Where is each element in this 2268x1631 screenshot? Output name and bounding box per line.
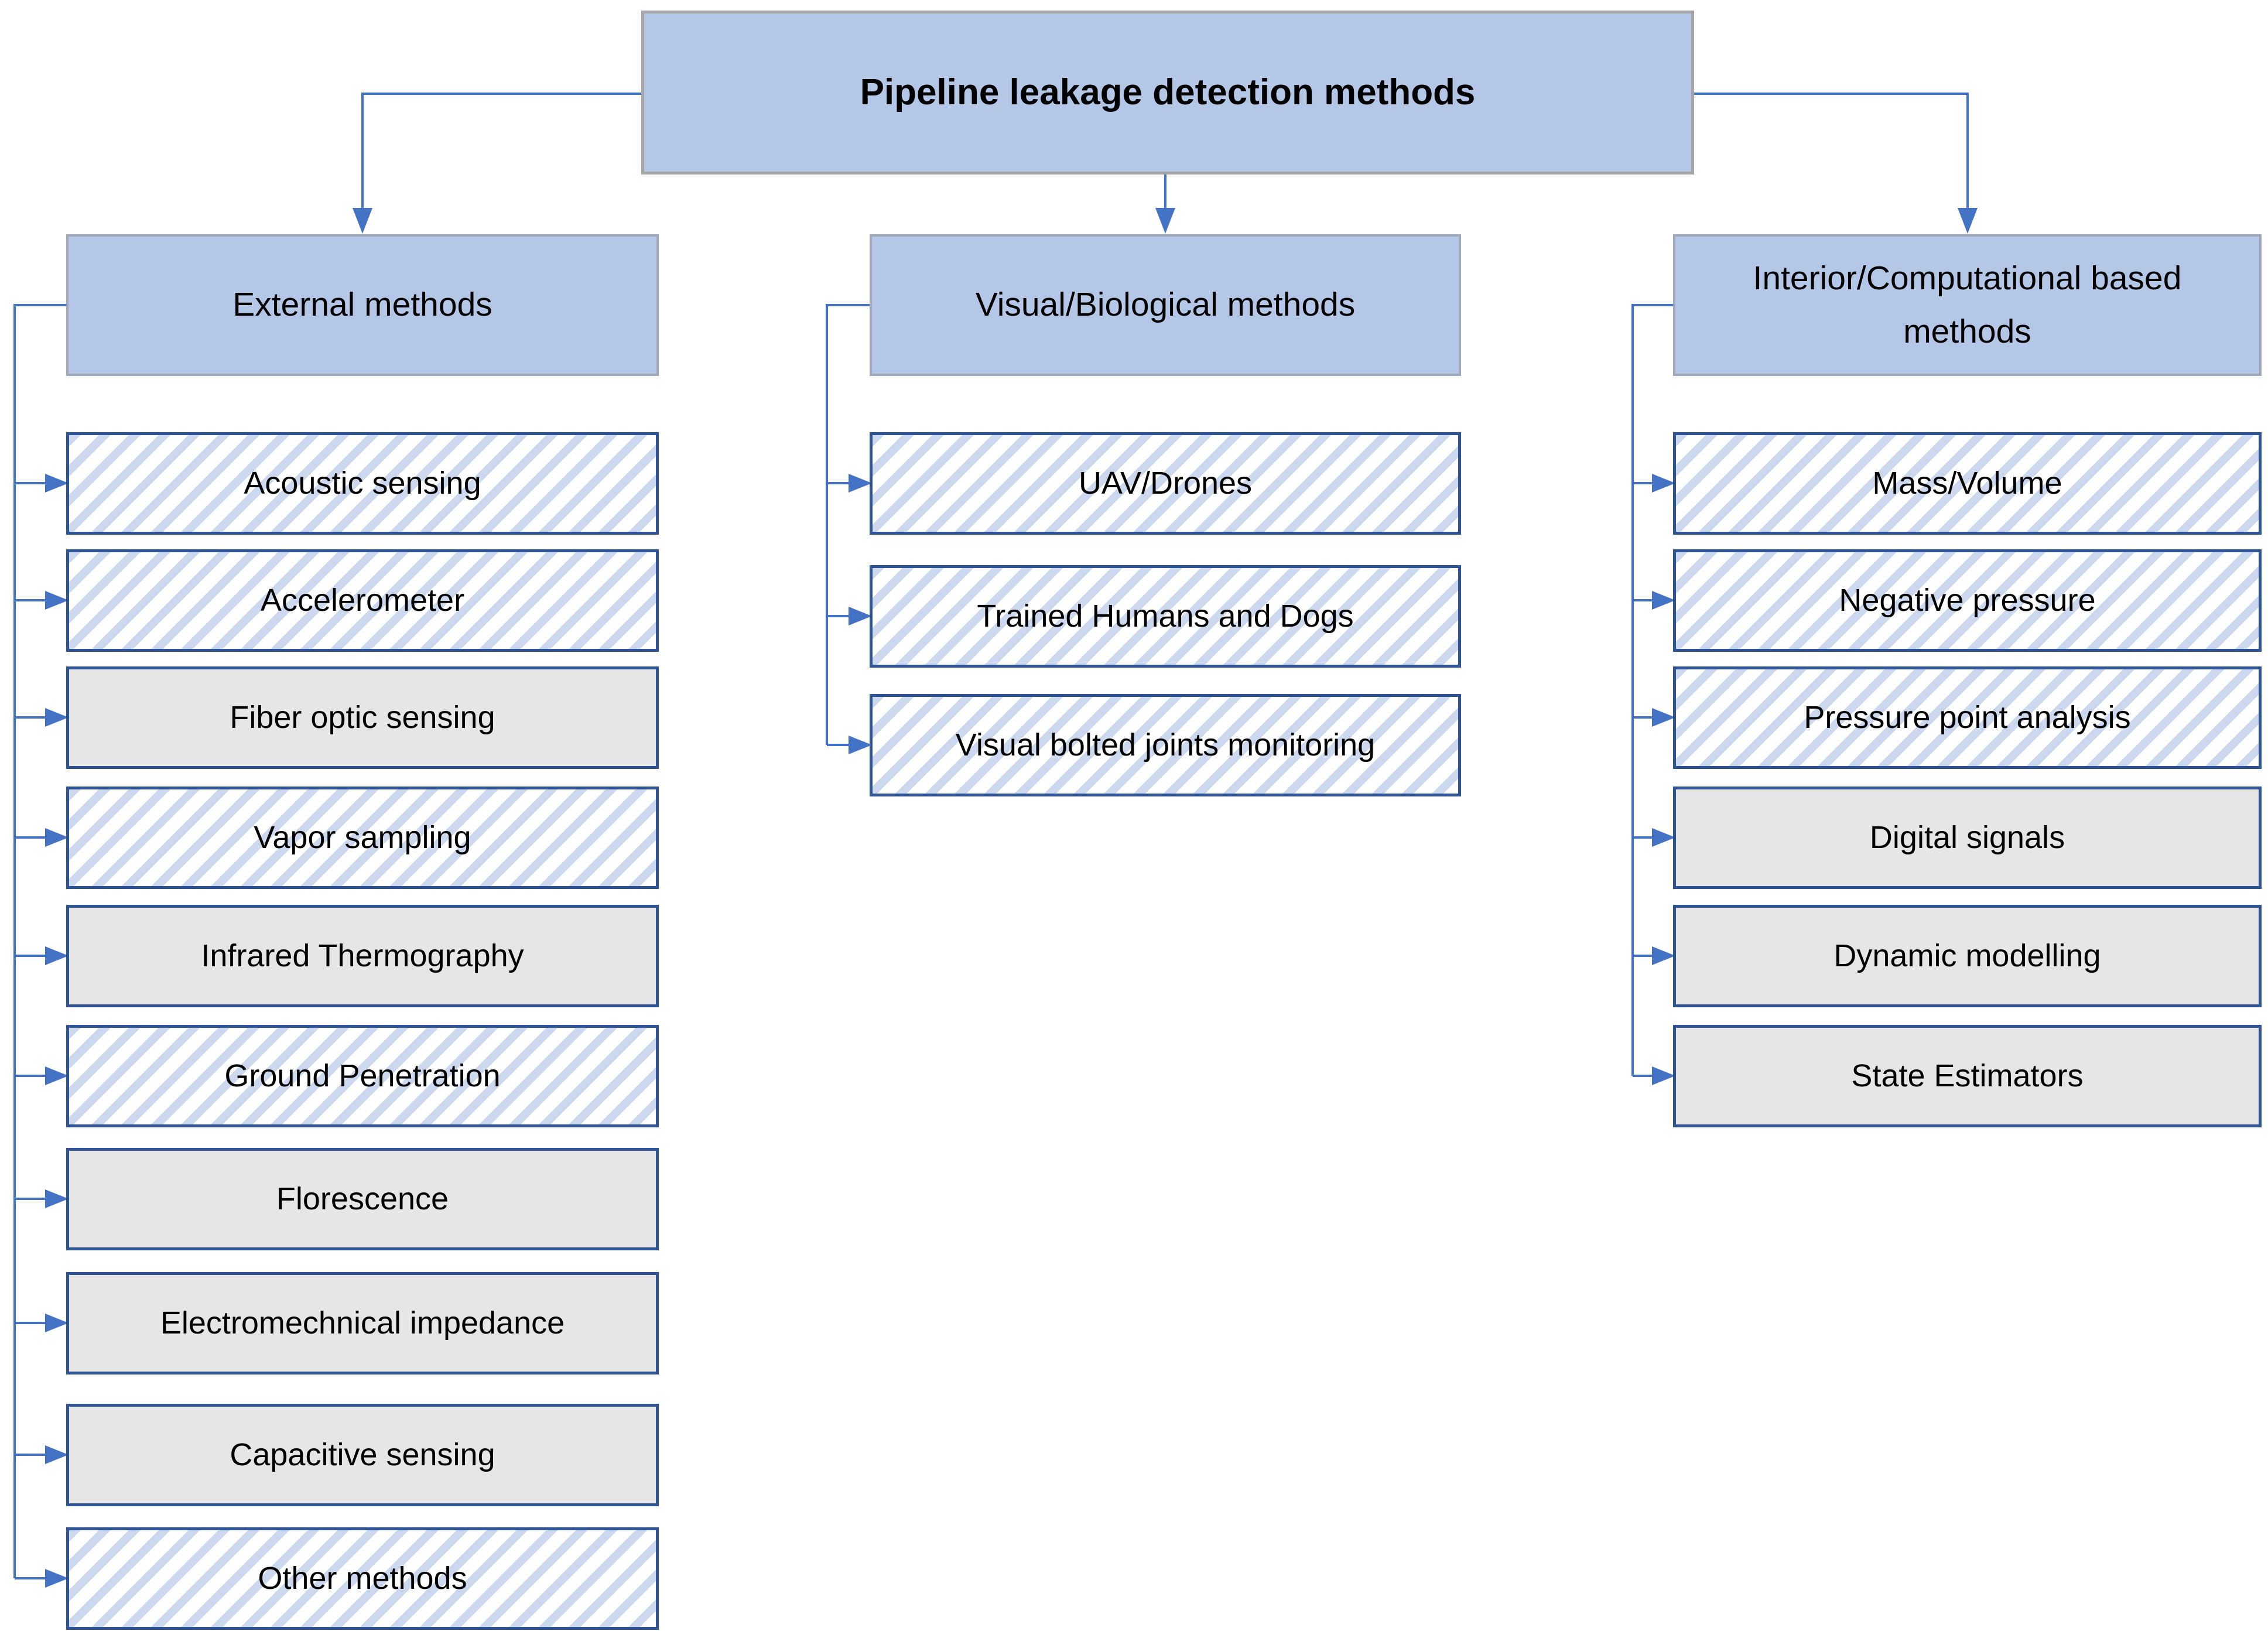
item-florescence: Florescence: [66, 1148, 659, 1250]
item-state-estimators: State Estimators: [1673, 1025, 2262, 1127]
header-external-methods: External methods: [66, 234, 659, 376]
item-dynamic-modelling: Dynamic modelling: [1673, 905, 2262, 1007]
item-uav-drones: UAV/Drones: [870, 432, 1461, 535]
item-other-methods: Other methods: [66, 1527, 659, 1630]
item-acoustic-sensing: Acoustic sensing: [66, 432, 659, 535]
item-electromechnical-impedance: Electromechnical impedance: [66, 1272, 659, 1374]
item-mass-volume: Mass/Volume: [1673, 432, 2262, 535]
item-pressure-point-analysis: Pressure point analysis: [1673, 666, 2262, 769]
item-negative-pressure: Negative pressure: [1673, 549, 2262, 652]
item-capacitive-sensing: Capacitive sensing: [66, 1404, 659, 1506]
item-ground-penetration: Ground Penetration: [66, 1025, 659, 1127]
item-fiber-optic-sensing: Fiber optic sensing: [66, 666, 659, 769]
item-vapor-sampling: Vapor sampling: [66, 787, 659, 889]
header-interior-computational-methods: Interior/Computational based methods: [1673, 234, 2262, 376]
item-digital-signals: Digital signals: [1673, 787, 2262, 889]
item-accelerometer: Accelerometer: [66, 549, 659, 652]
root-title-box: Pipeline leakage detection methods: [641, 11, 1694, 175]
item-trained-humans-and-dogs: Trained Humans and Dogs: [870, 565, 1461, 668]
item-infrared-thermography: Infrared Thermography: [66, 905, 659, 1007]
item-visual-bolted-joints-monitoring: Visual bolted joints monitoring: [870, 694, 1461, 796]
header-visual-biological-methods: Visual/Biological methods: [870, 234, 1461, 376]
